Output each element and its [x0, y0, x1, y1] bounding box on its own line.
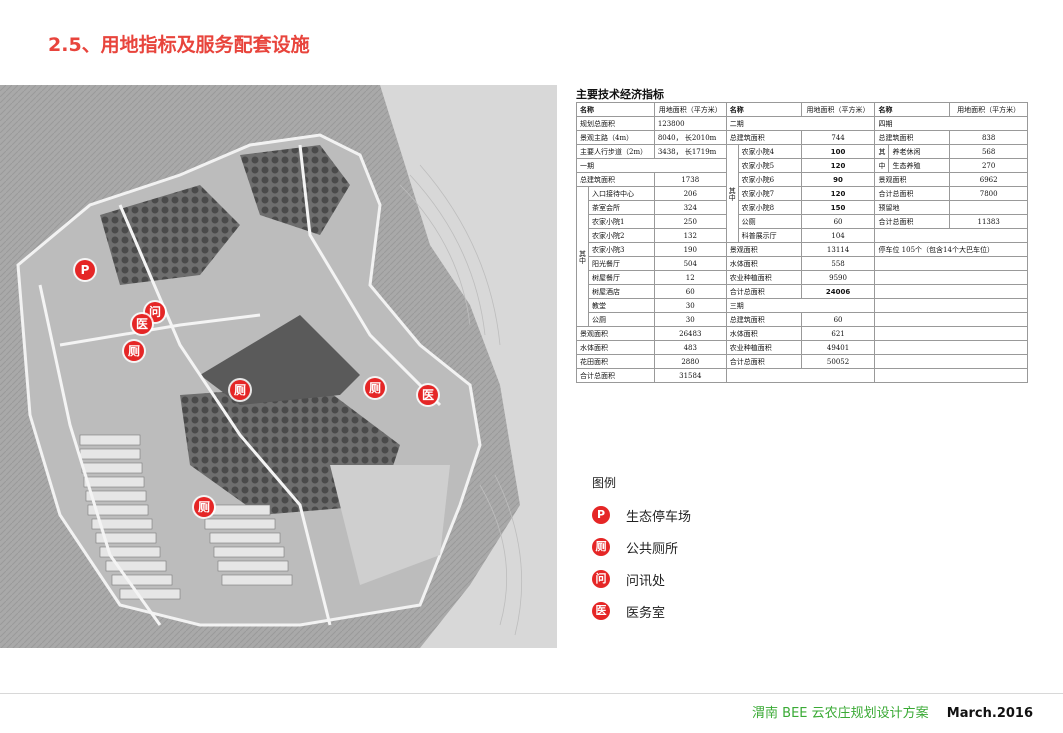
table-row: 树屋酒店 60 合计总面积 24006 — [577, 284, 1028, 299]
medical-marker[interactable]: 医 — [132, 314, 152, 334]
info-icon: 问 — [592, 570, 610, 588]
table-row: 总建筑面积 1738 农家小院6 90 景观面积 6962 — [576, 172, 1028, 187]
legend-item-parking: P 生态停车场 — [592, 499, 691, 531]
table-row: 花田面积 2880 合计总面积 50052 — [576, 354, 1028, 369]
table-row: 景观面积 26483 水体面积 621 — [576, 326, 1028, 341]
table-row: 水体面积 483 农业种植面积 49401 — [576, 340, 1028, 355]
page-title: 2.5、用地指标及服务配套设施 — [48, 34, 310, 56]
table-row: 合计总面积 31584 — [576, 368, 1028, 383]
footer-project-name: 渭南 BEE 云农庄规划设计方案 — [752, 706, 929, 721]
table-header-row: 名称 用地面积（平方米） 名称 用地面积（平方米） 名称 用地面积（平方米） — [576, 102, 1028, 117]
legend-item-medical: 医 医务室 — [592, 595, 691, 627]
parking-icon: P — [592, 506, 610, 524]
table-title: 主要技术经济指标 — [576, 88, 664, 101]
legend-label: 医务室 — [626, 605, 666, 621]
table-row: 规划总面积 123800 二期 四期 — [576, 116, 1028, 131]
legend-label: 问讯处 — [626, 573, 666, 589]
table-row: 主要人行步道（2m） 3438， 长1719m 其中 农家小院4 100 其 养… — [576, 144, 1028, 243]
table-row: 阳光餐厅 504 水体面积 558 — [577, 256, 1028, 271]
table-row: 公厕 30 总建筑面积 60 — [577, 312, 1028, 327]
table-row: 景观主路（4m） 8040， 长2010m 总建筑面积 744 总建筑面积 83… — [576, 130, 1028, 145]
legend-item-toilet: 厕 公共厕所 — [592, 531, 691, 563]
toilet-marker[interactable]: 厕 — [230, 380, 250, 400]
legend-label: 生态停车场 — [626, 509, 692, 525]
parking-marker[interactable]: P — [75, 260, 95, 280]
toilet-marker[interactable]: 厕 — [194, 497, 214, 517]
toilet-marker[interactable]: 厕 — [365, 378, 385, 398]
table-row: 茶室会所 324 农家小院8 150 预留地 — [577, 200, 1028, 215]
table-row: 农家小院1 250 公厕 60 合计总面积 11383 — [577, 214, 1028, 229]
site-plan-drawing — [0, 85, 557, 648]
table-row: 一期 农家小院5 120 中 生态养殖 270 — [576, 158, 1028, 173]
table-row: 农家小院3 190 景观面积 13114 停车位 105个（包含14个大巴车位） — [577, 242, 1028, 257]
legend-item-info: 问 问讯处 — [592, 563, 691, 595]
medical-icon: 医 — [592, 602, 610, 620]
legend-label: 公共厕所 — [626, 541, 679, 557]
toilet-icon: 厕 — [592, 538, 610, 556]
footer-divider — [0, 693, 1063, 694]
table-row: 其中 入口接待中心 206 农家小院7 120 合计总面积 7800 — [576, 186, 1028, 327]
medical-marker[interactable]: 医 — [418, 385, 438, 405]
economic-indicator-table: 名称 用地面积（平方米） 名称 用地面积（平方米） 名称 用地面积（平方米） 规… — [576, 102, 1028, 383]
site-plan-map: P 问 医 厕 厕 厕 医 厕 — [0, 85, 557, 648]
footer: 渭南 BEE 云农庄规划设计方案 March.2016 — [752, 702, 1033, 721]
footer-date: March.2016 — [946, 706, 1033, 721]
table-row: 树屋餐厅 12 农业种植面积 9590 — [577, 270, 1028, 285]
table-row: 农家小院2 132 科普展示厅 104 — [577, 228, 1028, 243]
legend-title: 图例 — [592, 476, 617, 490]
legend: 图例 P 生态停车场 厕 公共厕所 问 问讯处 医 医务室 — [592, 474, 691, 627]
table-row: 教堂 30 三期 — [577, 298, 1028, 313]
toilet-marker[interactable]: 厕 — [124, 341, 144, 361]
